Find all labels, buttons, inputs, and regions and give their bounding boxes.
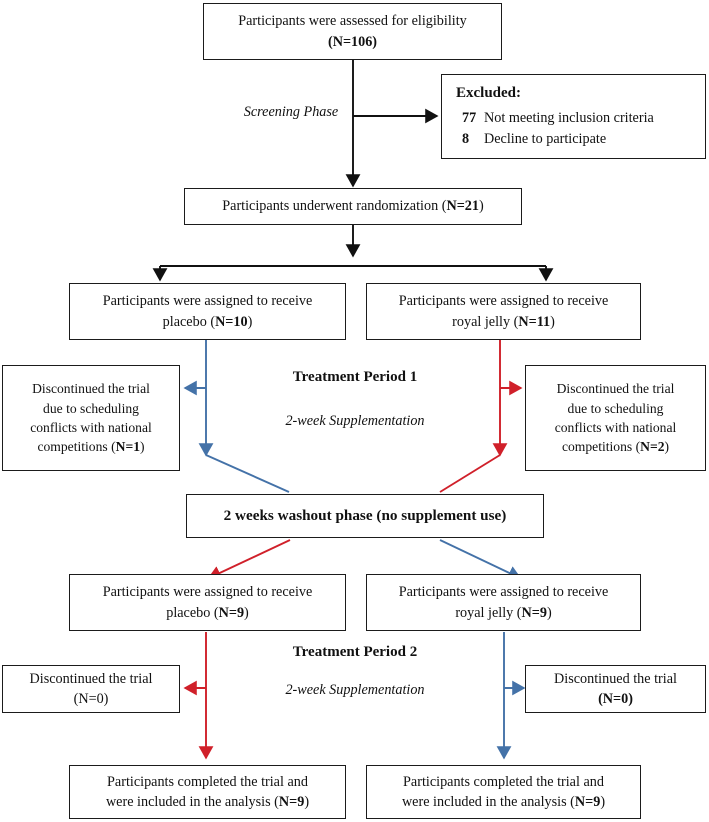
screening-phase-label: Screening Phase [243, 104, 339, 120]
washout-text: 2 weeks washout phase (no supplement use… [223, 507, 507, 525]
randomization-text: Participants underwent randomization (N=… [191, 196, 515, 216]
excluded-item-2: 8 Decline to participate [446, 129, 709, 150]
excluded-item-2-reason: Decline to participate [484, 131, 607, 148]
excluded-title: Excluded: [456, 84, 522, 101]
assessed-line-1: Participants were assessed for eligibili… [238, 13, 467, 30]
box-period1-royaljelly-assigned: Participants were assigned to receive ro… [366, 283, 641, 340]
p2-discont-left-line-2: (N=0) [73, 691, 109, 707]
box-period2-discontinued-royaljelly: Discontinued the trial (N=0) [525, 665, 706, 713]
p1-discont-left-line-4: competitions (N=1) [37, 439, 145, 455]
completed-left-line-2: were included in the analysis (N=9) [105, 794, 310, 810]
box-period1-placebo-assigned: Participants were assigned to receive pl… [69, 283, 346, 340]
randomization-text-close: ) [478, 198, 484, 215]
p1-discont-right-line-3: conflicts with national [554, 420, 677, 435]
randomization-count: N=21 [446, 198, 479, 215]
p2-placebo-line-2: placebo (N=9) [166, 604, 249, 621]
p1-discont-left-line-2: due to scheduling [43, 400, 139, 416]
box-completed-royaljelly-arm: Participants completed the trial and wer… [366, 765, 641, 819]
excluded-item-1-reason: Not meeting inclusion criteria [484, 109, 654, 126]
treatment-period-1-heading: Treatment Period 1 [292, 369, 418, 385]
box-period2-royaljelly-assigned: Participants were assigned to receive ro… [366, 574, 641, 631]
box-excluded: Excluded: 77 Not meeting inclusion crite… [441, 74, 706, 159]
p1-royaljelly-line-2: royal jelly (N=11) [452, 313, 555, 330]
arrow-washout-to-p2-placebo [207, 539, 291, 580]
box-period2-placebo-assigned: Participants were assigned to receive pl… [69, 574, 346, 631]
box-completed-placebo-arm: Participants completed the trial and wer… [69, 765, 346, 819]
p1-discont-right-line-4: competitions (N=2) [561, 439, 670, 455]
assessed-line-2: (N=106) [327, 33, 378, 50]
p2-royaljelly-line-1: Participants were assigned to receive [398, 584, 609, 601]
excluded-item-2-count: 8 [462, 131, 470, 148]
arrow-p1-royaljelly-to-washout [439, 454, 501, 493]
p2-royaljelly-line-2: royal jelly (N=9) [455, 604, 552, 621]
p2-discont-left-line-1: Discontinued the trial [29, 670, 153, 687]
p2-discont-right-line-2: (N=0) [598, 691, 633, 707]
completed-right-line-1: Participants completed the trial and [403, 773, 604, 790]
excluded-item-1: 77 Not meeting inclusion criteria [446, 108, 709, 129]
completed-left-line-1: Participants completed the trial and [107, 773, 308, 790]
box-period1-discontinued-placebo: Discontinued the trial due to scheduling… [2, 365, 180, 471]
excluded-item-1-count: 77 [462, 109, 477, 126]
treatment-period-1-subheading: 2-week Supplementation [285, 413, 425, 429]
box-period1-discontinued-royaljelly: Discontinued the trial due to scheduling… [525, 365, 706, 471]
completed-right-line-2: were included in the analysis (N=9) [401, 794, 606, 810]
p1-royaljelly-line-1: Participants were assigned to receive [398, 293, 609, 310]
box-period2-discontinued-placebo: Discontinued the trial (N=0) [2, 665, 180, 713]
treatment-period-2-subheading: 2-week Supplementation [285, 682, 425, 698]
p2-placebo-line-1: Participants were assigned to receive [102, 584, 313, 601]
treatment-period-2-heading: Treatment Period 2 [292, 644, 418, 660]
p1-placebo-line-1: Participants were assigned to receive [102, 293, 313, 310]
p1-discont-left-line-3: conflicts with national [30, 420, 152, 435]
box-randomization: Participants underwent randomization (N=… [184, 188, 522, 225]
arrow-p1-placebo-to-washout [205, 454, 290, 493]
p1-discont-right-line-1: Discontinued the trial [556, 381, 675, 397]
box-assessed-for-eligibility: Participants were assessed for eligibili… [203, 3, 502, 60]
p1-discont-right-line-2: due to scheduling [567, 400, 664, 416]
arrow-washout-to-p2-royaljelly [439, 539, 522, 580]
randomization-text-main: Participants underwent randomization ( [222, 198, 447, 215]
p1-placebo-line-2: placebo (N=10) [162, 313, 253, 330]
box-washout-phase: 2 weeks washout phase (no supplement use… [186, 494, 544, 538]
p2-discont-right-line-1: Discontinued the trial [554, 670, 677, 687]
p1-discont-left-line-1: Discontinued the trial [32, 381, 150, 397]
